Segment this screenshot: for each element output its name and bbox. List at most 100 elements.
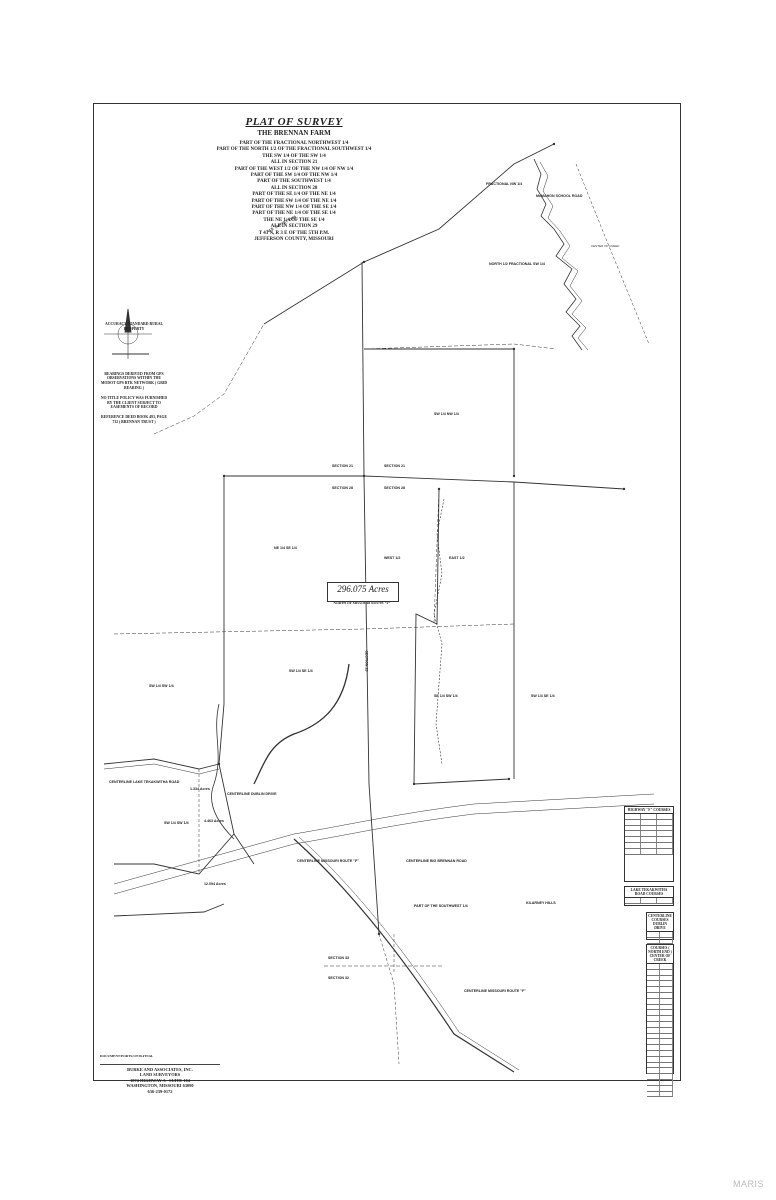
creek-label: CENTER OF CREEK <box>591 244 620 248</box>
legal-description: PART OF THE FRACTIONAL NORTHWEST 1/4 PAR… <box>94 141 494 244</box>
watermark: MARIS <box>732 1179 764 1189</box>
table-title: HIGHWAY "F" COURSES <box>625 807 673 814</box>
table-row <box>647 1056 673 1063</box>
table-row <box>647 1010 673 1017</box>
table-row <box>647 987 673 993</box>
survey-notes-left: ACCURACY STANDARD RURAL PROPERTY BEARING… <box>100 322 168 430</box>
table-row <box>647 998 673 1005</box>
half-label: WEST 1/2 <box>384 556 401 560</box>
firm-block: BURKE AND ASSOCIATES, INC. LAND SURVEYOR… <box>100 1064 220 1094</box>
table-row <box>647 1021 673 1028</box>
table-row <box>647 1074 673 1080</box>
road-label: CENTERLINE MISSOURI ROUTE "F" <box>464 989 526 993</box>
table-row <box>625 831 673 838</box>
parcel-acres: 4.463 Acres <box>204 819 224 823</box>
table-row <box>647 969 673 976</box>
table-row <box>647 1091 673 1098</box>
parcel-label: PART OF THE SOUTHWEST 1/4 <box>414 904 468 908</box>
table-row <box>647 981 673 988</box>
plat-title: PLAT OF SURVEY <box>245 116 343 128</box>
table-row <box>647 1016 673 1022</box>
quarter-label: SE 1/4 SW 1/4 <box>434 694 458 698</box>
quarter-label: SW 1/4 NW 1/4 <box>434 412 459 416</box>
table-title: LAKE TEKAKWITHA ROAD COURSES <box>625 887 673 898</box>
table-row <box>647 1050 673 1057</box>
half-label: EAST 1/2 <box>449 556 465 560</box>
reference-note: REFERENCE DEED BOOK 493, PAGE 732 ( BREN… <box>100 415 168 424</box>
section-label: SECTION 21 <box>384 464 405 468</box>
acreage-box: 296.075 Acres <box>327 582 399 602</box>
table-row <box>625 842 673 849</box>
quarter-label: SW 1/4 SW 1/4 <box>149 684 174 688</box>
desc-line: PART OF THE SW 1/4 OF THE NE 1/4 <box>251 198 337 204</box>
firm-phone: 636-239-0172 <box>147 1088 173 1094</box>
firm-name: BURKE AND ASSOCIATES, INC. <box>127 1067 193 1072</box>
table-row <box>647 1033 673 1040</box>
lake-tekakwitha-table: LAKE TEKAKWITHA ROAD COURSES <box>624 886 674 906</box>
survey-drawing <box>103 142 655 1073</box>
table-row <box>647 932 673 938</box>
desc-line: PART OF THE SE 1/4 OF THE NE 1/4 <box>252 192 336 198</box>
dublin-table: CENTERLINE COURSES DUBLIN DRIVE <box>646 912 674 944</box>
table-row <box>647 1068 673 1075</box>
section-label: SECTION 28 <box>332 486 353 490</box>
title-policy-note: NO TITLE POLICY WAS FURNISHED BY THE CLI… <box>100 395 168 410</box>
desc-line: ALL IN SECTION 29 <box>270 224 318 230</box>
title-block: PLAT OF SURVEY THE BRENNAN FARM PART OF … <box>94 116 494 244</box>
table-row <box>625 898 673 904</box>
bearings-note: BEARINGS DERIVED FROM GPS OBSERVATIONS W… <box>100 371 168 390</box>
table-row <box>647 1027 673 1034</box>
desc-line: ALL IN SECTION 21 <box>270 160 318 166</box>
desc-line: THE SW 1/4 OF THE SW 1/4 <box>262 153 326 159</box>
table-row <box>647 1045 673 1051</box>
table-row <box>625 819 673 826</box>
quarter-label: SW 1/4 SW 1/4 <box>164 821 189 825</box>
table-title: COURSES ( NORTH END ) CENTER OF CREEK <box>647 946 673 964</box>
table-row <box>647 1039 673 1046</box>
road-label: CENTERLINE LAKE TEKAKWITHA ROAD <box>109 780 180 784</box>
table-row <box>625 837 673 843</box>
road-label: CENTERLINE MISSOURI ROUTE "F" <box>297 859 359 863</box>
quarter-label: SW 1/4 SE 1/4 <box>531 694 555 698</box>
highway-f-table: HIGHWAY "F" COURSES <box>624 806 674 882</box>
table-row <box>647 964 673 970</box>
table-row <box>647 937 673 944</box>
section-label: SECTION 33 <box>328 956 349 960</box>
table-row <box>647 1062 673 1069</box>
table-row <box>625 848 673 855</box>
quarter-label: SW 1/4 SE 1/4 <box>289 669 313 673</box>
table-title: CENTERLINE COURSES DUBLIN DRIVE <box>647 914 673 932</box>
parcel-acres: 12.094 Acres <box>204 882 226 886</box>
desc-line: PART OF THE FRACTIONAL NORTHWEST 1/4 <box>239 141 349 146</box>
section-label: SECTION 21 <box>332 464 353 468</box>
acreage-note: NORTH OF MISSOURI ROUTE "F" <box>333 601 391 605</box>
accuracy-note: ACCURACY STANDARD RURAL PROPERTY <box>104 322 163 331</box>
subdivision-label: KILARNEY HILLS <box>526 901 556 905</box>
desc-line: PART OF THE NE 1/4 OF THE SE 1/4 <box>252 211 336 217</box>
quarter-label: NE 1/4 SE 1/4 <box>274 546 297 550</box>
firm-address: 1874 HIGHWAY A - SUITE 104 <box>130 1077 190 1083</box>
road-label: McMAHON SCHOOL ROAD <box>536 194 583 198</box>
road-label: CENTERLINE BIG BRENNAN ROAD <box>406 859 467 863</box>
desc-line: PART OF THE SW 1/4 OF THE NW 1/4 <box>250 173 338 179</box>
desc-line: ALL IN SECTION 28 <box>270 185 318 191</box>
desc-line: PART OF THE NW 1/4 OF THE SE 1/4 <box>251 205 337 211</box>
fractional-label: FRACTIONAL NW 1/4 <box>486 182 523 186</box>
desc-line: T 43 N, R 3 E OF THE 5TH P.M. <box>258 230 330 236</box>
section-label: SECTION 29 <box>364 650 369 672</box>
section-label: SECTION 28 <box>384 486 405 490</box>
table-row <box>647 992 673 999</box>
table-row <box>647 1085 673 1092</box>
creek-table: COURSES ( NORTH END ) CENTER OF CREEK <box>646 944 674 1098</box>
table-row <box>625 825 673 832</box>
table-row <box>625 814 673 820</box>
road-label: CENTERLINE DUBLIN DRIVE <box>227 792 277 796</box>
plat-sheet: PLAT OF SURVEY THE BRENNAN FARM PART OF … <box>93 103 681 1098</box>
half-label: NORTH 1/2 FRACTIONAL SW 1/4 <box>489 262 545 266</box>
document-id: DOCUMENT:PORTS/14738-FINAL <box>100 1054 154 1058</box>
table-row <box>647 1079 673 1086</box>
desc-line: PART OF THE SOUTHWEST 1/4 <box>257 179 331 185</box>
plat-subtitle: THE BRENNAN FARM <box>257 129 331 137</box>
desc-line: PART OF THE NORTH 1/2 OF THE FRACTIONAL … <box>216 147 372 153</box>
section-label: SECTION 32 <box>328 976 349 980</box>
